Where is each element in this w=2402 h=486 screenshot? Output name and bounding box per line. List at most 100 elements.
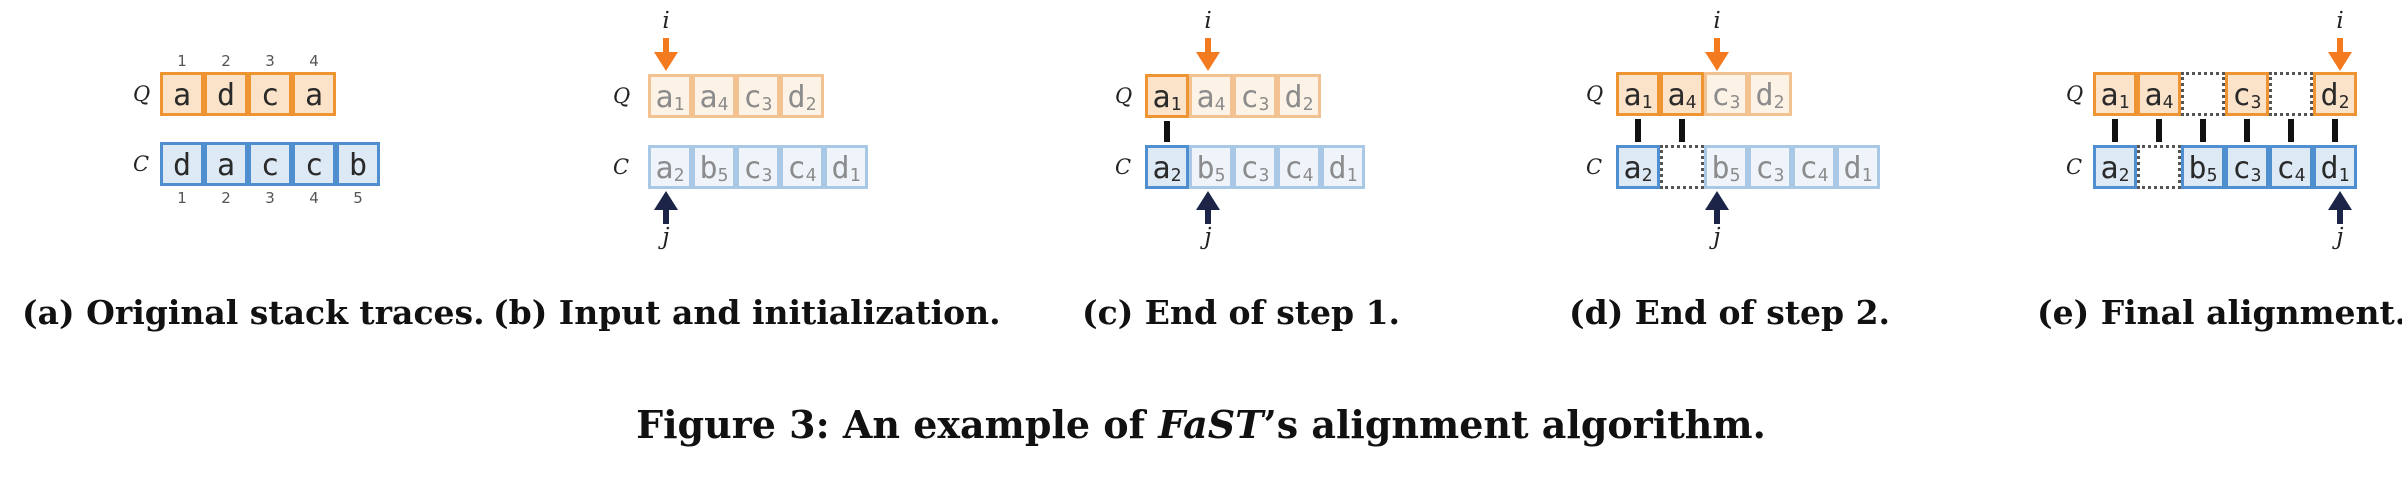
candidate-cell: c3 bbox=[1748, 145, 1792, 189]
candidate-cell-gap bbox=[1660, 145, 1704, 189]
cell-subscript: 2 bbox=[1302, 94, 1314, 115]
cell-subscript: 1 bbox=[849, 165, 861, 186]
alignment-link bbox=[2332, 119, 2338, 142]
pointer-j-arrow-icon bbox=[1196, 191, 1220, 224]
cell-symbol: c bbox=[2276, 151, 2295, 186]
cell-subscript: 4 bbox=[1817, 165, 1829, 186]
cell-subscript: 3 bbox=[1773, 165, 1785, 186]
cell-symbol: c bbox=[787, 151, 806, 186]
pointer-i-arrow-icon-head bbox=[1705, 52, 1729, 71]
cell-subscript: 4 bbox=[1302, 165, 1314, 186]
query-cell: d bbox=[204, 72, 248, 116]
query-cell: a1 bbox=[648, 74, 692, 118]
cell-symbol: d bbox=[787, 80, 806, 115]
cell-symbol: c bbox=[1755, 151, 1774, 186]
candidate-cell: c bbox=[292, 142, 336, 186]
pointer-i-arrow-icon bbox=[654, 38, 678, 71]
cell-symbol: d bbox=[1843, 151, 1862, 186]
cell-symbol: a bbox=[655, 80, 674, 115]
pointer-i-label: i bbox=[1713, 8, 1721, 34]
cell-symbol: b bbox=[348, 148, 368, 183]
candidate-index: 1 bbox=[177, 189, 187, 207]
cell-symbol: d bbox=[831, 151, 850, 186]
cell-symbol: c bbox=[1799, 151, 1818, 186]
pointer-i-label: i bbox=[662, 8, 670, 34]
cell-symbol: c bbox=[743, 151, 762, 186]
cell-symbol: d bbox=[1328, 151, 1347, 186]
cell-subscript: 5 bbox=[2206, 165, 2218, 186]
panel-caption-d: (d) End of step 2. bbox=[1569, 293, 1891, 332]
query-index: 2 bbox=[221, 52, 231, 70]
pointer-j-label: j bbox=[2336, 224, 2344, 250]
cell-subscript: 4 bbox=[1214, 94, 1226, 115]
cell-symbol: c bbox=[1240, 151, 1259, 186]
pointer-i-arrow-icon bbox=[1196, 38, 1220, 71]
cell-symbol: d bbox=[1755, 78, 1774, 113]
candidate-cell: d1 bbox=[1321, 145, 1365, 189]
candidate-cell: a2 bbox=[2093, 145, 2137, 189]
cell-symbol: d bbox=[216, 78, 236, 113]
cell-subscript: 3 bbox=[761, 94, 773, 115]
cell-symbol: c bbox=[2232, 151, 2251, 186]
pointer-i-arrow-icon-shaft bbox=[663, 38, 669, 56]
pointer-j-arrow-icon-head bbox=[1705, 191, 1729, 210]
cell-subscript: 3 bbox=[2250, 165, 2262, 186]
cell-symbol: a bbox=[1152, 151, 1171, 186]
alignment-link bbox=[2112, 119, 2118, 142]
cell-subscript: 3 bbox=[1258, 94, 1270, 115]
cell-subscript: 1 bbox=[673, 94, 685, 115]
query-index: 4 bbox=[309, 52, 319, 70]
pointer-j-arrow-icon-shaft bbox=[2337, 206, 2343, 224]
alignment-link bbox=[2156, 119, 2162, 142]
query-row-label: Q bbox=[613, 84, 631, 108]
cell-symbol: a bbox=[655, 151, 674, 186]
cell-subscript: 4 bbox=[805, 165, 817, 186]
candidate-cell: b5 bbox=[1189, 145, 1233, 189]
candidate-cell: c3 bbox=[2225, 145, 2269, 189]
cell-symbol: a bbox=[1152, 80, 1171, 115]
cell-symbol: a bbox=[304, 78, 324, 113]
cell-subscript: 5 bbox=[1729, 165, 1741, 186]
candidate-cell: c4 bbox=[1277, 145, 1321, 189]
query-row-label: Q bbox=[1586, 82, 1604, 106]
cell-subscript: 4 bbox=[2162, 92, 2174, 113]
candidate-cell: c3 bbox=[1233, 145, 1277, 189]
cell-subscript: 2 bbox=[805, 94, 817, 115]
cell-subscript: 1 bbox=[2338, 165, 2350, 186]
cell-symbol: d bbox=[1284, 80, 1303, 115]
candidate-cell: b bbox=[336, 142, 380, 186]
pointer-i-label: i bbox=[1204, 8, 1212, 34]
candidate-row-label: C bbox=[1115, 155, 1132, 179]
figure-title: Figure 3: An example of FaST’s alignment… bbox=[0, 402, 2402, 448]
query-row-label: Q bbox=[2066, 82, 2084, 106]
query-cell: c3 bbox=[2225, 72, 2269, 116]
pointer-j-arrow-icon bbox=[654, 191, 678, 224]
cell-subscript: 2 bbox=[673, 165, 685, 186]
cell-subscript: 2 bbox=[1641, 165, 1653, 186]
cell-symbol: a bbox=[1623, 78, 1642, 113]
candidate-cell: c4 bbox=[2269, 145, 2313, 189]
pointer-i-arrow-icon-shaft bbox=[1714, 38, 1720, 56]
cell-symbol: a bbox=[1196, 80, 1215, 115]
candidate-cell: c3 bbox=[736, 145, 780, 189]
panel-caption-a: (a) Original stack traces. bbox=[22, 293, 485, 332]
candidate-cell: a2 bbox=[1145, 145, 1189, 189]
query-cell: a4 bbox=[2137, 72, 2181, 116]
candidate-cell: c4 bbox=[780, 145, 824, 189]
query-cell: c3 bbox=[1233, 74, 1277, 118]
cell-symbol: b bbox=[1711, 151, 1730, 186]
alignment-link bbox=[1679, 119, 1685, 142]
pointer-i-arrow-icon-head bbox=[654, 52, 678, 71]
query-cell: a4 bbox=[692, 74, 736, 118]
query-index: 3 bbox=[265, 52, 275, 70]
candidate-cell: a bbox=[204, 142, 248, 186]
candidate-cell: c bbox=[248, 142, 292, 186]
cell-subscript: 2 bbox=[2338, 92, 2350, 113]
cell-symbol: a bbox=[699, 80, 718, 115]
query-cell: a4 bbox=[1660, 72, 1704, 116]
cell-symbol: a bbox=[1667, 78, 1686, 113]
candidate-cell: b5 bbox=[2181, 145, 2225, 189]
cell-symbol: a bbox=[1623, 151, 1642, 186]
cell-symbol: c bbox=[260, 78, 280, 113]
